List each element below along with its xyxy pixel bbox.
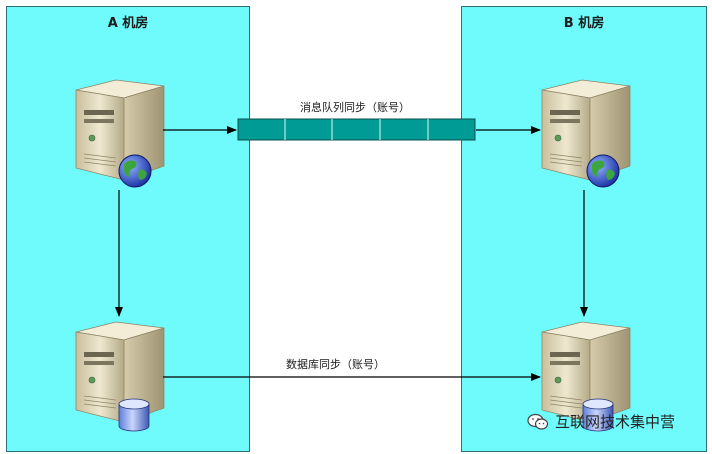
watermark: 互联网技术集中营 [527, 411, 675, 432]
globe-icon [118, 154, 152, 188]
database-sync-label: 数据库同步（账号） [286, 358, 385, 371]
wechat-icon [527, 413, 549, 430]
database-cylinder-icon [582, 398, 614, 432]
globe-icon [586, 154, 620, 188]
watermark-text: 互联网技术集中营 [555, 413, 676, 431]
database-cylinder-icon [118, 398, 150, 432]
room-a-title: A 机房 [107, 16, 149, 31]
message-queue [237, 118, 476, 141]
message-queue-sync-label: 消息队列同步（账号） [300, 101, 410, 114]
room-b-title: B 机房 [563, 16, 605, 31]
